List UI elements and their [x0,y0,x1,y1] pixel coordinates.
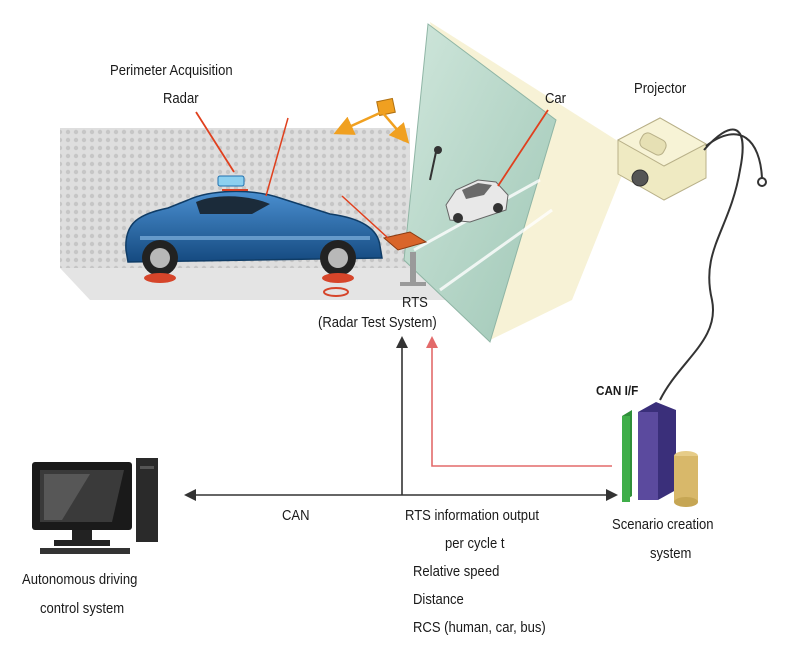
autonomous-label-line2: control system [40,601,125,617]
can-if-label: CAN I/F [596,383,639,398]
car-label: Car [545,91,567,107]
car-pointer-line [497,109,549,187]
pointer-lines [195,109,549,239]
street-lamp [429,151,437,181]
rts-label-line1: RTS [402,295,428,311]
tower [136,458,158,542]
green-bar [622,416,630,502]
rts-label-line2: (Radar Test System) [318,315,437,331]
autonomous-label-line1: Autonomous driving [22,572,138,588]
test-vehicle [125,175,383,297]
perimeter-radar-unit [217,175,245,187]
scenario-feedback-line [431,346,612,467]
data-flow-arrows [184,336,618,501]
perimeter-radar-label-line2: Radar [163,91,199,107]
power-plug [757,177,767,187]
tan-bar [674,456,698,502]
projector-cable [659,128,744,401]
rts-output-label-line1: RTS information output [405,508,539,524]
scenario-creation-hardware [622,402,698,507]
rcs-label: RCS (human, car, bus) [413,620,546,636]
projector-label: Projector [634,81,687,97]
computer-icon [32,458,158,554]
keyboard [40,548,130,554]
scenario-label-line2: system [650,546,692,562]
projector-lens [631,169,649,187]
scenario-label-line1: Scenario creation [612,517,714,533]
rts-antenna-stand [382,231,428,286]
perimeter-radar-label-line1: Perimeter Acquisition [110,63,233,79]
rts-output-label-line2: per cycle t [445,536,505,552]
distance-label: Distance [413,592,464,608]
projected-car-image [445,179,509,223]
purple-bar [638,412,658,500]
can-label: CAN [282,508,310,524]
signal-reflector [333,97,410,144]
relative-speed-label: Relative speed [413,564,500,580]
radar-pointer-line [195,111,235,173]
projector-device [616,117,767,401]
